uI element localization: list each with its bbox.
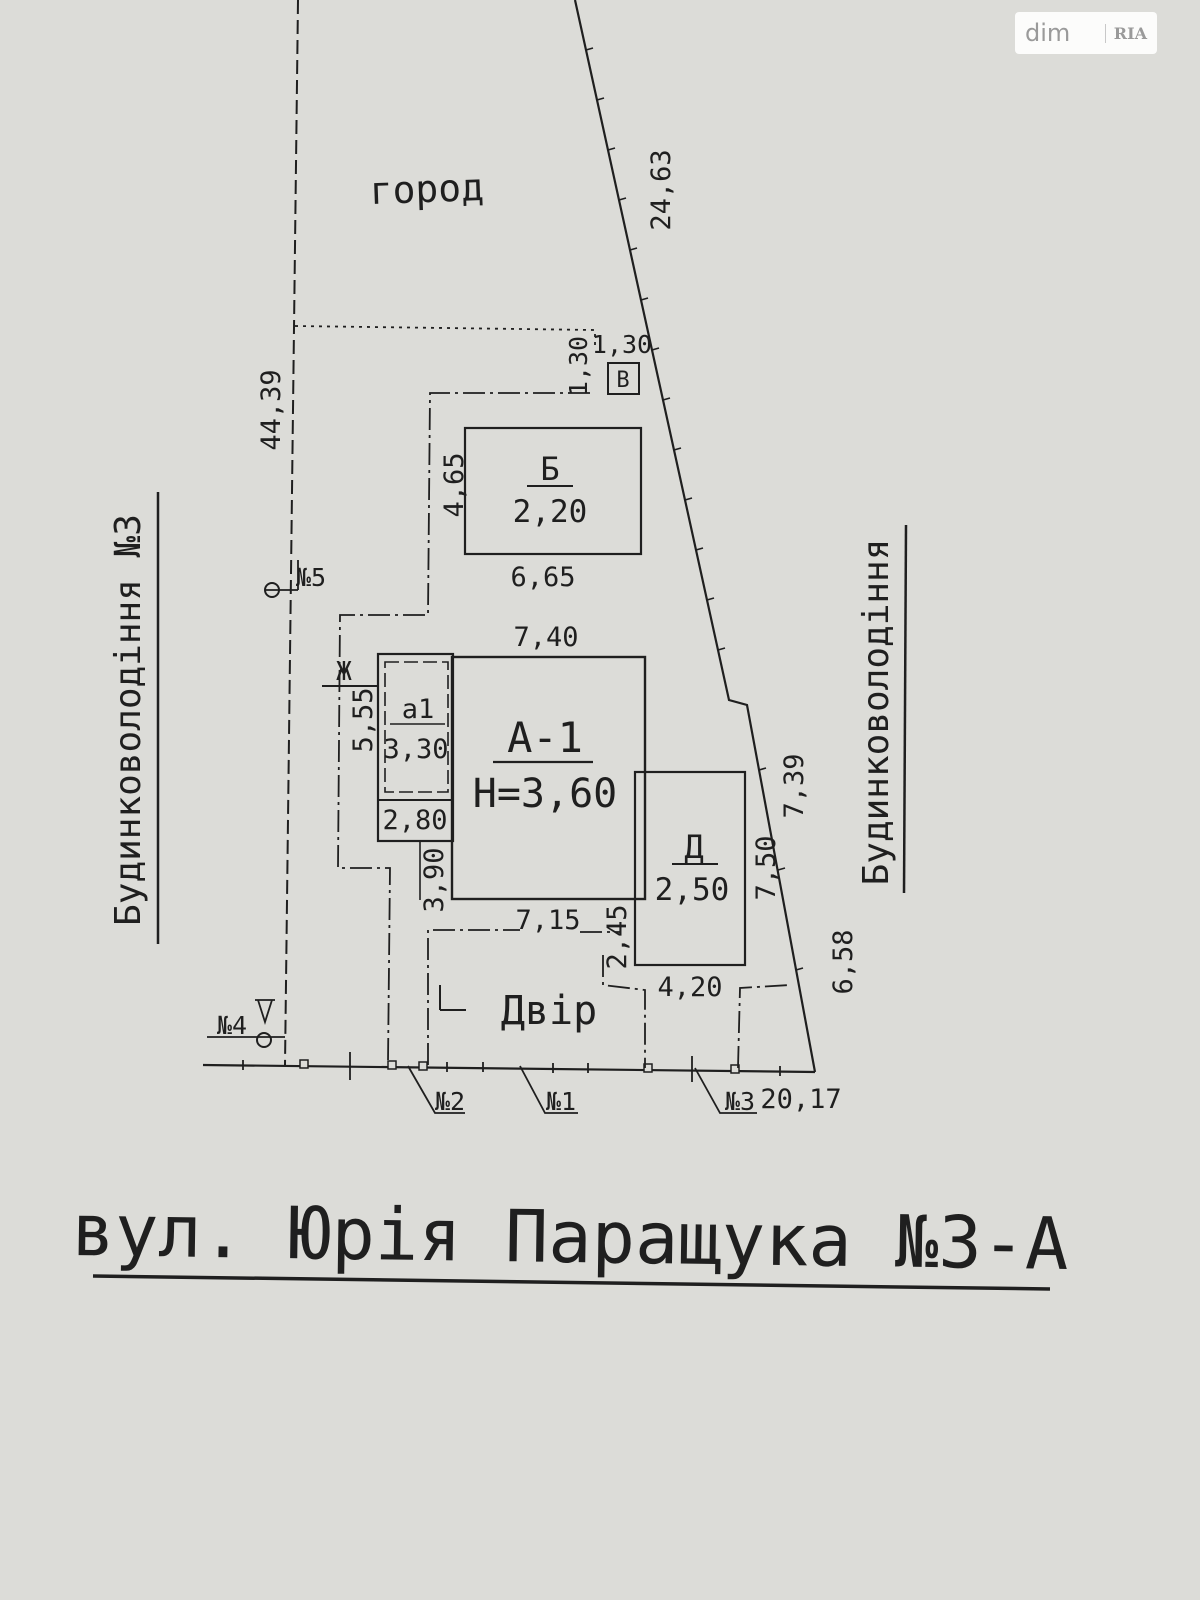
marker-n5-label: №5 — [296, 563, 326, 592]
dim-6-58: 6,58 — [828, 929, 859, 994]
building-b-height: 2,20 — [513, 494, 588, 530]
building-b-name: Б — [540, 450, 559, 488]
marker-n4-label: №4 — [217, 1011, 247, 1040]
dim-1-30-horizontal: 1,30 — [592, 330, 652, 359]
watermark-ria: RIA — [1104, 23, 1147, 43]
dim-24-63: 24,63 — [646, 149, 677, 230]
street-label: вул. Юрія Паращука №3-А — [71, 1188, 1069, 1286]
fence-yard — [427, 929, 520, 1065]
marker-n1-label: №1 — [546, 1087, 576, 1116]
dim-2-45: 2,45 — [602, 904, 633, 969]
dim-44-39: 44,39 — [256, 369, 287, 450]
building-d-height: 2,50 — [655, 872, 730, 908]
dim-7-39: 7,39 — [779, 753, 810, 818]
annex-a1-name: а1 — [402, 694, 435, 725]
garden-label: город — [369, 165, 485, 213]
neighbor-right-label: Будинковолодіння — [856, 539, 897, 886]
marker-4-lines — [257, 999, 273, 1025]
dim-4-20: 4,20 — [657, 972, 722, 1003]
garden-divider — [294, 325, 596, 345]
street-frontage-ticks — [242, 1052, 781, 1082]
fence-d-right — [737, 984, 791, 1069]
left-boundary-line — [284, 0, 299, 1066]
dim-1-30-vertical: 1,30 — [564, 336, 593, 396]
annex-extra-height: 2,80 — [382, 805, 447, 836]
street-frontage-posts — [299, 1059, 740, 1074]
fence-upper — [337, 392, 590, 1063]
street-underline — [92, 1274, 1051, 1291]
building-a1-name: А-1 — [507, 713, 583, 762]
marker-n2-leader — [407, 1065, 465, 1114]
marker-n3-leader — [694, 1067, 757, 1114]
dim-7-50: 7,50 — [751, 835, 782, 900]
building-b — [463, 426, 643, 556]
fence-d-left — [602, 955, 646, 1068]
marker-4-symbol — [256, 1032, 272, 1048]
watermark-logo: dim RIA — [1015, 12, 1157, 54]
dim-3-90: 3,90 — [419, 847, 450, 912]
dim-7-40: 7,40 — [513, 622, 578, 653]
dim-4-65: 4,65 — [439, 452, 470, 517]
right-boundary-ticks — [585, 47, 804, 971]
street-frontage-line — [202, 1063, 816, 1074]
yard-label: Двір — [501, 988, 597, 1034]
marker-n3-label: №3 — [725, 1087, 755, 1116]
marker-n2-label: №2 — [435, 1087, 465, 1116]
marker-n1-leader — [519, 1065, 578, 1114]
building-d-name: Д — [684, 828, 703, 866]
dim-7-15: 7,15 — [515, 905, 580, 936]
dim-20-17: 20,17 — [760, 1084, 841, 1115]
building-d — [633, 770, 747, 967]
annex-a1-inner — [384, 661, 449, 793]
neighbor-right-underline — [902, 524, 908, 894]
neighbor-left-label: Будинковолодіння №3 — [108, 514, 149, 926]
building-a1-height: H=3,60 — [473, 771, 618, 817]
annex-a1-height: 3,30 — [383, 734, 448, 765]
building-v-name: В — [616, 368, 629, 393]
building-v — [607, 362, 640, 395]
annex-a1-outer — [376, 652, 455, 843]
dim-6-65: 6,65 — [510, 562, 575, 593]
dim-5-55: 5,55 — [348, 687, 379, 752]
marker-zh-label: Ж — [336, 657, 352, 687]
watermark-dim: dim — [1025, 19, 1071, 47]
